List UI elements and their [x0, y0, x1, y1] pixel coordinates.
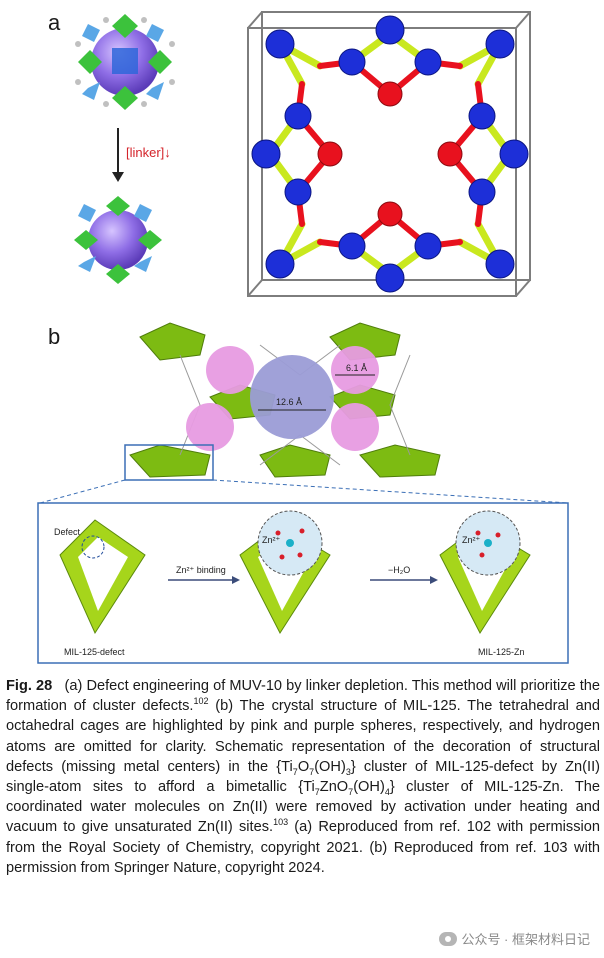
right-caption: MIL-125-Zn [478, 647, 525, 657]
distance-6-1: 6.1 Å [346, 363, 367, 373]
wechat-icon [439, 931, 458, 946]
caption-text-a: (a) Defect engineering of MUV-10 by link… [6, 678, 600, 715]
zn-label-2: Zn²⁺ [462, 535, 481, 545]
watermark-text: 公众号 · 框架材料日记 [461, 932, 590, 947]
sub: 7 [348, 786, 354, 797]
distance-12-6: 12.6 Å [276, 397, 302, 407]
sub: 7 [292, 766, 298, 777]
cluster-top [75, 14, 175, 110]
caption-text: (OH) [353, 779, 385, 796]
watermark: 公众号 · 框架材料日记 [439, 929, 590, 948]
cluster-schematic: [linker]↓ [74, 14, 175, 284]
panel-label-a: a [48, 10, 61, 35]
sub: 7 [314, 786, 320, 797]
caption-credits: (a) Reproduced from ref. 102 with permis… [6, 819, 600, 876]
sub: 7 [309, 766, 315, 777]
caption-label: Fig. 28 [6, 678, 53, 694]
caption-text-b: (b) The crystal structure of MIL-125. Th… [6, 698, 601, 775]
left-caption: MIL-125-defect [64, 647, 125, 657]
caption-text: O [297, 758, 310, 775]
figure-caption: Fig. 28 (a) Defect engineering of MUV-10… [6, 676, 600, 878]
cluster-bottom [74, 196, 162, 284]
sub: 4 [384, 786, 390, 797]
zn-label-1: Zn²⁺ [262, 535, 281, 545]
step2-label: −H₂O [388, 565, 410, 575]
network-cube [247, 11, 531, 297]
caption-text: } cluster of MIL-125-Zn. The coordinated… [6, 779, 600, 836]
mil125-structure: 6.1 Å 12.6 Å Defect Zn²⁺ Zn²⁺ Zn²⁺ bindi… [37, 322, 569, 664]
defect-label: Defect [54, 527, 81, 537]
caption-text: (OH) [314, 758, 346, 775]
linker-arrow-label: [linker]↓ [126, 145, 171, 160]
ref-103: 103 [273, 817, 289, 828]
ref-102: 102 [193, 696, 209, 707]
caption-text: ZnO [319, 779, 349, 796]
sub: 3 [345, 766, 351, 777]
step1-label: Zn²⁺ binding [176, 565, 226, 575]
caption-text: } cluster of MIL-125-defect by Zn(II) si… [6, 758, 601, 796]
panel-label-b: b [48, 324, 61, 349]
